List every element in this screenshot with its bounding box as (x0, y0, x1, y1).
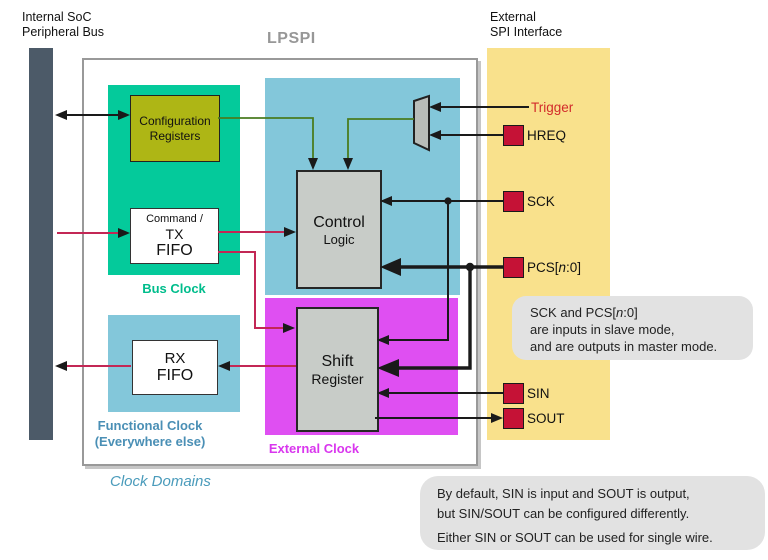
note1-line1-prefix: SCK and PCS[ (530, 305, 616, 320)
sck-pin-square (503, 191, 524, 212)
peripheral-bus-bar (29, 48, 53, 440)
internal-bus-label: Internal SoC Peripheral Bus (22, 10, 104, 39)
sin-sout-note-bubble: By default, SIN is input and SOUT is out… (420, 476, 765, 550)
clock-domains-label: Clock Domains (110, 473, 211, 490)
note2-line2: but SIN/SOUT can be configured different… (437, 506, 690, 521)
configuration-registers-block: Configuration Registers (130, 95, 220, 162)
note1-line2: are inputs in slave mode, (530, 322, 675, 337)
tx-fifo-block: Command / TX FIFO (130, 208, 219, 264)
config-line2: Registers (149, 128, 201, 143)
rxfifo-line2: FIFO (156, 367, 194, 384)
external-spi-band (487, 48, 610, 440)
sout-pin-square (503, 408, 524, 429)
note1-line1-suffix: :0] (623, 305, 638, 320)
hreq-pin-square (503, 125, 524, 146)
external-clock-label: External Clock (268, 441, 360, 456)
shift-line2: Register (311, 371, 364, 387)
functional-clock-line2: (Everywhere else) (94, 434, 206, 449)
external-spi-label: External SPI Interface (490, 10, 563, 39)
note1-line1: SCK and PCS[n:0] (530, 304, 753, 321)
config-line1: Configuration (139, 113, 211, 128)
rx-fifo-block: RX FIFO (132, 340, 218, 395)
txfifo-line1: Command / (146, 213, 203, 225)
shift-line1: Shift (321, 353, 354, 370)
lpspi-outline-box (82, 58, 478, 466)
rxfifo-line1: RX (164, 350, 186, 367)
pcs-label: PCS[n:0] (527, 260, 581, 275)
txfifo-line3: FIFO (156, 242, 193, 259)
note2-line1: By default, SIN is input and SOUT is out… (437, 486, 690, 501)
shift-register-block: Shift Register (296, 307, 379, 432)
control-line1: Control (313, 213, 365, 231)
pcs-pin-square (503, 257, 524, 278)
control-line2: Logic (323, 231, 355, 247)
diagram-title: LPSPI (267, 30, 316, 47)
pcs-label-prefix: PCS[ (527, 260, 559, 275)
control-logic-block: Control Logic (296, 170, 382, 289)
bus-clock-label: Bus Clock (142, 281, 206, 296)
pcs-label-suffix: :0] (566, 260, 582, 275)
functional-clock-label: Functional Clock (Everywhere else) (75, 418, 225, 450)
trigger-label: Trigger (531, 100, 574, 115)
note1-line3: and are outputs in master mode. (530, 339, 718, 354)
sck-pcs-note-bubble: SCK and PCS[n:0] are inputs in slave mod… (512, 296, 753, 360)
txfifo-line2: TX (165, 226, 184, 242)
note1-line1-n: n (616, 305, 624, 320)
functional-clock-line1: Functional Clock (97, 418, 203, 433)
pcs-label-n: n (558, 260, 567, 275)
note2-line3: Either SIN or SOUT can be used for singl… (437, 530, 713, 545)
sin-pin-square (503, 383, 524, 404)
sin-label: SIN (527, 386, 550, 401)
sck-label: SCK (527, 194, 555, 209)
sout-label: SOUT (527, 411, 565, 426)
hreq-label: HREQ (527, 128, 567, 143)
